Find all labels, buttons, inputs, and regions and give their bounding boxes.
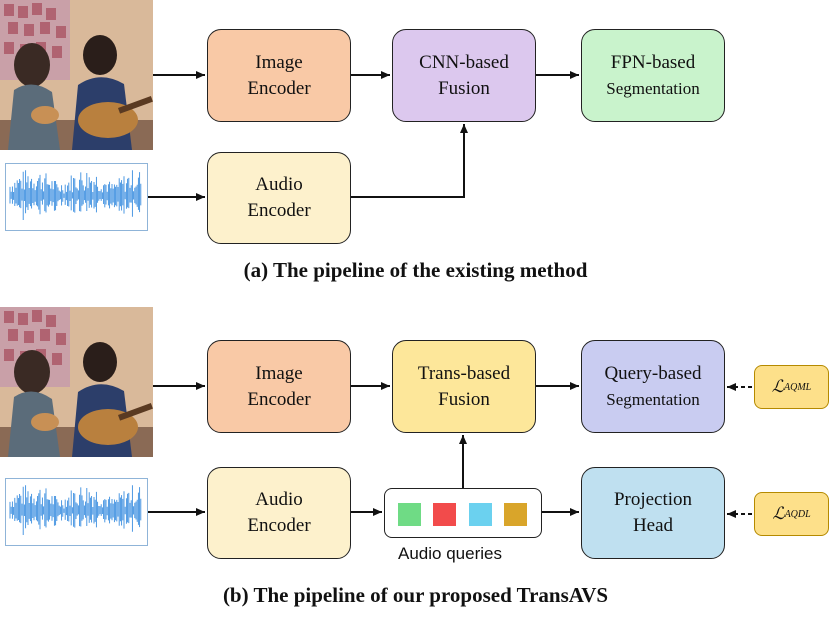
fpn-seg-line2: Segmentation [606, 78, 700, 98]
cnn-fusion-line1: CNN-based [419, 51, 509, 73]
fpn-seg-line1: FPN-based [610, 51, 696, 73]
video-frame-a [0, 0, 153, 150]
query-segmentation: Query-based Segmentation [581, 340, 725, 433]
audio-waveform-b [5, 478, 148, 546]
audio-encoder-a-line2: Encoder [247, 200, 311, 221]
image-encoder-b-line2: Encoder [247, 388, 311, 410]
query-seg-line2: Segmentation [606, 389, 700, 409]
fpn-segmentation: FPN-based Segmentation [581, 29, 725, 122]
image-encoder-a-line2: Encoder [247, 77, 311, 99]
projection-head-line1: Projection [613, 489, 693, 510]
loss-aqml-symbol: ℒ [771, 377, 784, 397]
image-encoder-b-line1: Image [255, 362, 303, 384]
waveform-path [9, 485, 142, 535]
projection-head-line2: Head [632, 515, 674, 536]
waveform-path [9, 170, 142, 220]
audio-query-3 [469, 503, 492, 526]
audio-encoder-a-line1: Audio [255, 174, 303, 195]
loss-aqdl-symbol: ℒ [772, 504, 785, 524]
audio-encoder-b-line1: Audio [255, 489, 303, 510]
trans-fusion-line1: Trans-based [417, 362, 511, 384]
query-seg-line1: Query-based [604, 362, 702, 384]
trans-fusion: Trans-based Fusion [392, 340, 536, 433]
audio-queries-label: Audio queries [398, 544, 502, 563]
projection-head: Projection Head [581, 467, 725, 559]
video-frame-b [0, 307, 153, 457]
audio-query-1 [398, 503, 421, 526]
arrow-audio-encoder-to-cnn-fusion [351, 124, 468, 198]
loss-aqdl-subscript: AQDL [784, 508, 811, 520]
audio-query-2 [433, 503, 456, 526]
cnn-fusion-line2: Fusion [438, 77, 490, 99]
image-encoder-a-line1: Image [255, 51, 303, 73]
audio-query-4 [504, 503, 527, 526]
caption-a: (a) The pipeline of the existing method [243, 258, 588, 282]
audio-queries-box [384, 488, 542, 538]
trans-fusion-line2: Fusion [438, 388, 490, 410]
audio-encoder-a: Audio Encoder [207, 152, 351, 244]
audio-encoder-b-line2: Encoder [247, 515, 311, 536]
image-encoder-b: Image Encoder [207, 340, 351, 433]
cnn-fusion: CNN-based Fusion [392, 29, 536, 122]
waveform-icon [9, 170, 142, 220]
waveform-icon [9, 485, 142, 535]
audio-encoder-b: Audio Encoder [207, 467, 351, 559]
image-encoder-a: Image Encoder [207, 29, 351, 122]
audio-waveform-a [5, 163, 148, 231]
caption-b: (b) The pipeline of our proposed TransAV… [222, 583, 609, 607]
loss-aqml-subscript: AQML [784, 381, 812, 393]
